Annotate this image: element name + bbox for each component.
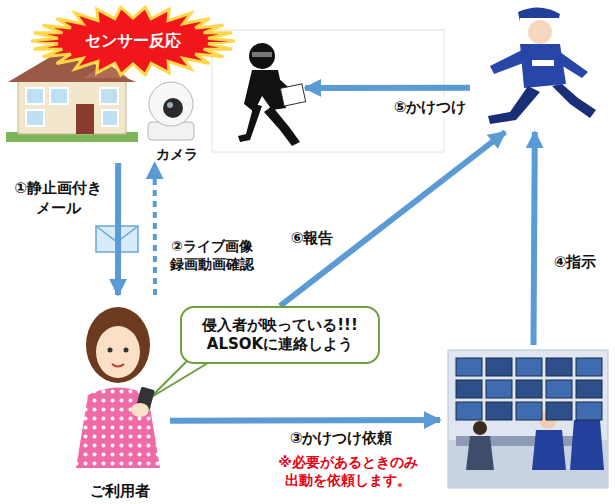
user: ご利用者 <box>70 295 170 501</box>
burglar-picture <box>238 43 306 146</box>
guard <box>470 2 605 132</box>
picture-frame <box>212 30 444 152</box>
guard-picture <box>488 7 596 124</box>
control-center-picture <box>448 350 608 488</box>
node-text: センサー反応 <box>85 31 181 51</box>
speech-bubble: 侵入者が映っている!!! ALSOKに連絡しよう <box>180 306 380 364</box>
node-text: ご利用者 <box>90 482 150 501</box>
edge-label: ②ライブ画像 録画動画確認 <box>162 236 262 274</box>
edge-label: ④指示 <box>545 252 605 274</box>
alert-burst: センサー反応 <box>28 4 238 78</box>
edge-label: ⑤かけつけ <box>385 97 475 119</box>
camera-picture <box>148 82 194 140</box>
flow-arrow <box>115 163 121 295</box>
edge-label: ①静止画付き メール <box>6 178 110 219</box>
flow-arrow <box>534 132 535 345</box>
flow-arrow <box>153 163 157 295</box>
house-camera: カメラ <box>5 45 210 163</box>
intruder <box>215 35 305 150</box>
starburst-outline <box>31 7 235 75</box>
flow-arrow <box>170 417 440 424</box>
edge-label: ③かけつけ依頼 <box>276 428 406 450</box>
user-picture <box>76 307 160 468</box>
edge-label: ⑥報告 <box>286 228 338 250</box>
flow-arrow <box>305 85 470 91</box>
node-text: カメラ <box>156 146 198 164</box>
control-center <box>440 345 610 495</box>
node-text: 侵入者が映っている!!! ALSOKに連絡しよう <box>196 316 364 354</box>
flow-arrow <box>280 132 505 306</box>
note-text: ※必要があるときのみ 出動を依頼します。 <box>268 452 428 490</box>
